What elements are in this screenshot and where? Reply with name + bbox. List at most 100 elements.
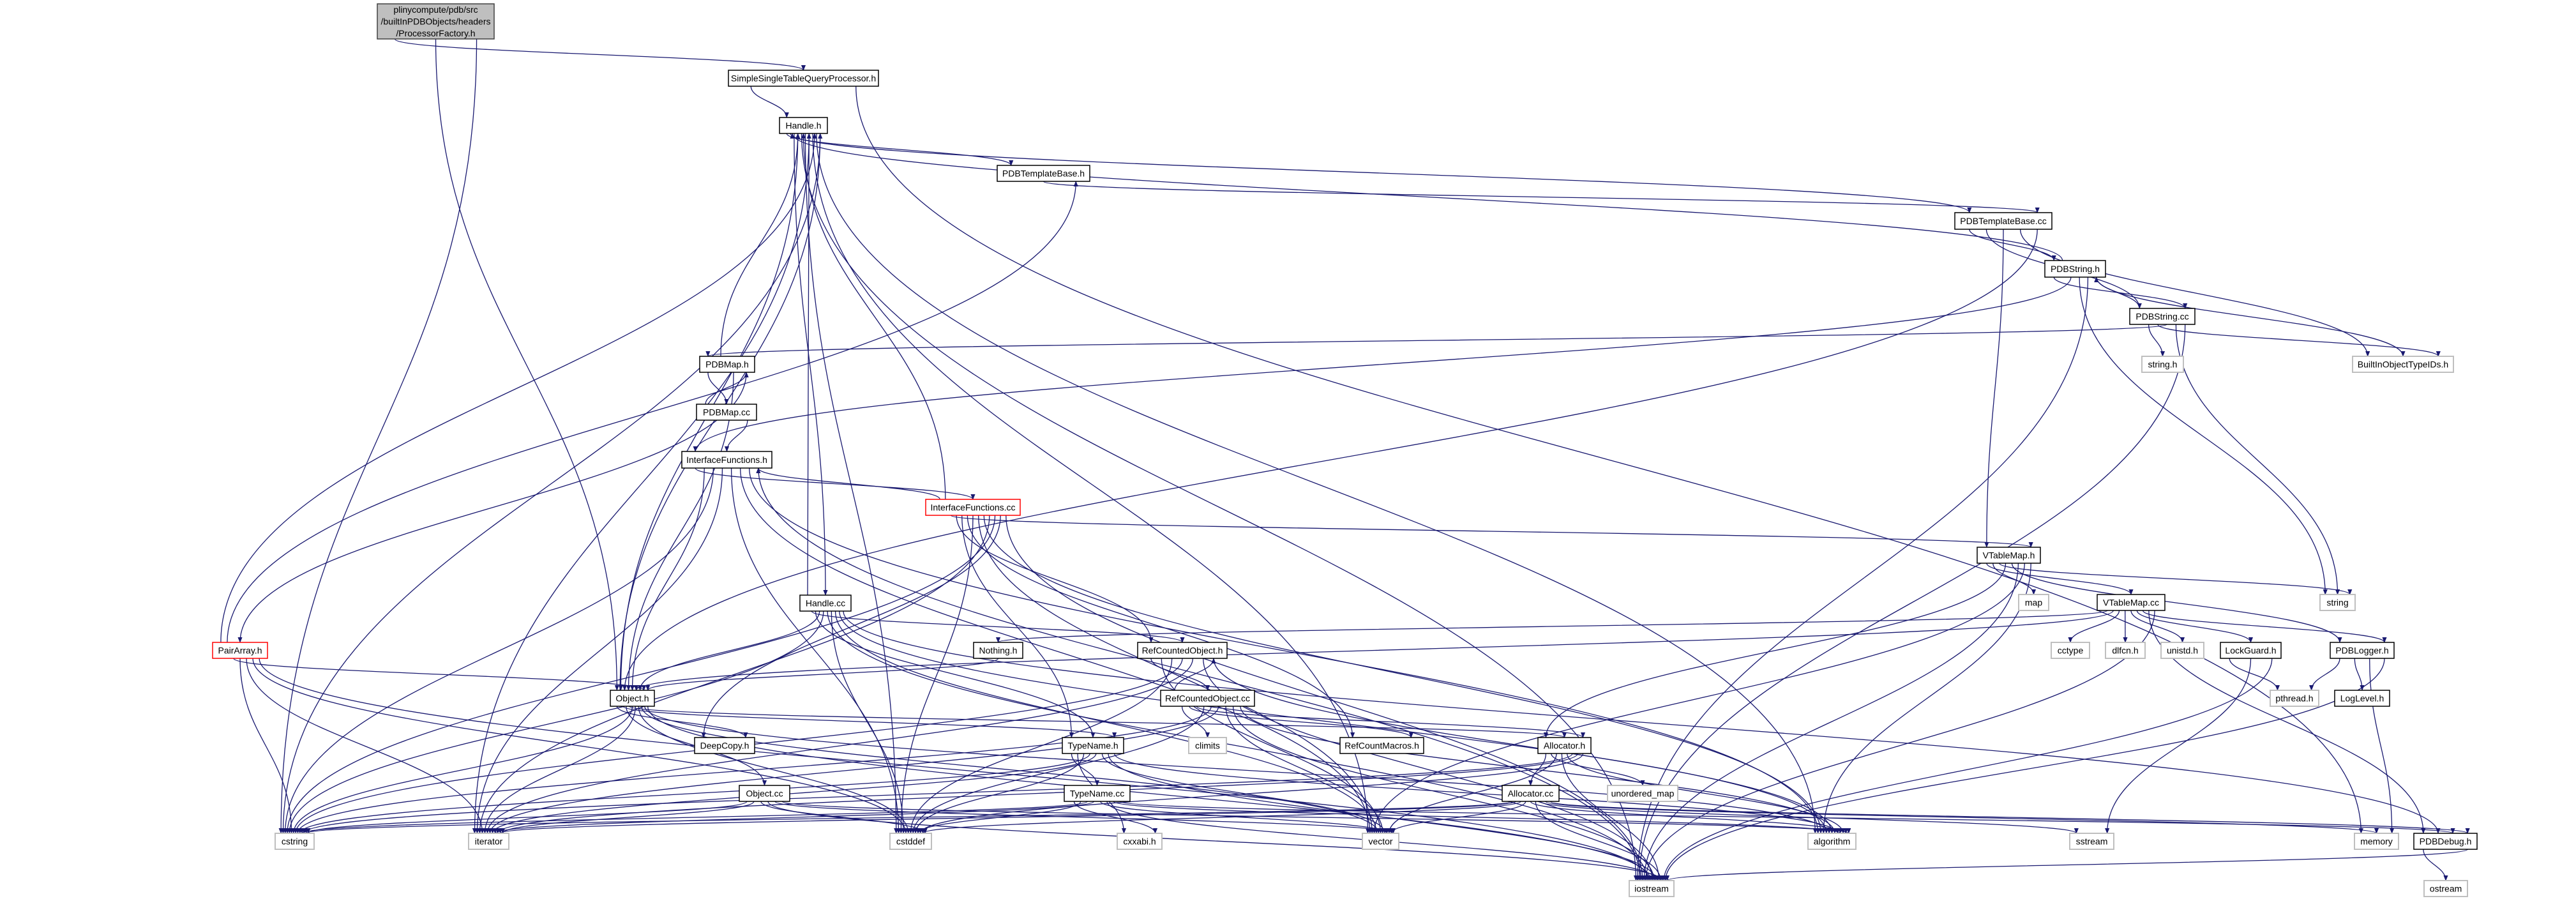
node-allocator-cc[interactable]: Allocator.cc	[1502, 785, 1560, 802]
node-string[interactable]: string	[2319, 594, 2356, 611]
node-box	[2270, 690, 2319, 707]
edge-ProcessorFactory-to-Object_h	[435, 38, 619, 691]
node-box	[2160, 642, 2204, 659]
edge-Allocator_h-to-Allocator_cc	[1528, 753, 1547, 786]
node-pdbdebug[interactable]: PDBDebug.h	[2413, 833, 2478, 850]
edge-IF_h-to-algorithm	[749, 467, 1821, 834]
edge-VTableMap_cc-to-cctype	[2068, 610, 2120, 643]
edge-VTableMap_cc-to-unistd	[2130, 610, 2185, 643]
node-rcmacros[interactable]: RefCountMacros.h	[1339, 737, 1424, 754]
node-vtablemap-h[interactable]: VTableMap.h	[1977, 547, 2041, 564]
node-deepcopy[interactable]: DeepCopy.h	[694, 737, 755, 754]
edge-Allocator_h-to-iterator	[495, 753, 1578, 834]
node-box	[2051, 642, 2090, 659]
edge-Allocator_cc-to-algorithm	[1530, 801, 1848, 834]
node-box	[212, 642, 268, 659]
node-pairarray-h[interactable]: PairArray.h	[212, 642, 268, 659]
node-handle-cc[interactable]: Handle.cc	[799, 594, 852, 612]
edge-VTableMap_h-to-vector	[1371, 563, 2025, 834]
edge-Handle_cc-to-PDBDebug	[843, 610, 2441, 834]
node-box	[1977, 547, 2041, 564]
node-label: ostream	[2430, 884, 2462, 894]
node-box	[1188, 737, 1227, 754]
node-simplesingle[interactable]: SimpleSingleTableQueryProcessor.h	[728, 70, 879, 87]
edge-IF_cc-to-VTableMap_h	[950, 515, 2033, 548]
node-object-cc[interactable]: Object.cc	[739, 785, 790, 802]
node-vtablemap-cc[interactable]: VTableMap.cc	[2097, 594, 2165, 611]
node-box	[739, 785, 790, 802]
edge-IF_h-to-Object_h	[629, 467, 705, 691]
node-lockguard[interactable]: LockGuard.h	[2220, 642, 2282, 659]
node-handle-h[interactable]: Handle.h	[779, 117, 828, 134]
node-cstddef[interactable]: cstddef	[889, 833, 932, 850]
edge-LockGuard-to-iostream	[1661, 658, 2273, 881]
node-unordered-map[interactable]: unordered_map	[1607, 785, 1678, 802]
node-climits[interactable]: climits	[1188, 737, 1227, 754]
edge-IF_cc-to-TypeName_h	[961, 515, 1074, 738]
node-label: LockGuard.h	[2225, 646, 2276, 656]
node-pthread[interactable]: pthread.h	[2270, 690, 2319, 707]
edge-PDBLogger-to-memory	[2369, 658, 2395, 834]
node-label: plinycompute/pdb/src	[393, 4, 478, 15]
node-cxxabi[interactable]: cxxabi.h	[1117, 833, 1163, 850]
node-cctype[interactable]: cctype	[2051, 642, 2090, 659]
node-sstream[interactable]: sstream	[2069, 833, 2114, 850]
edge-RCO_cc-to-RCMacros	[1189, 706, 1413, 738]
node-processorfactory[interactable]: plinycompute/pdb/src/builtInPDBObjects/h…	[377, 3, 495, 40]
node-box	[1062, 737, 1124, 754]
edge-RCO_h-to-vector	[1161, 658, 1383, 834]
edge-Object_h-to-cstring	[291, 706, 633, 834]
edge-RCO_cc-to-iostream	[1232, 706, 1657, 881]
edge-VTableMap_h-to-PDBLogger	[2011, 563, 2342, 643]
node-memory[interactable]: memory	[2354, 833, 2399, 850]
node-pdbstring-cc[interactable]: PDBString.cc	[2129, 308, 2196, 325]
node-builtin[interactable]: BuiltInObjectTypeIDs.h	[2352, 356, 2454, 373]
node-object-h[interactable]: Object.h	[610, 690, 655, 707]
node-cstring[interactable]: cstring	[275, 833, 315, 850]
node-pdbtemplatebase-cc[interactable]: PDBTemplateBase.cc	[1954, 212, 2053, 230]
node-dlfcn[interactable]: dlfcn.h	[2105, 642, 2146, 659]
node-pdbmap-h[interactable]: PDBMap.h	[699, 356, 755, 373]
node-label: dlfcn.h	[2112, 646, 2138, 656]
edge-IF_cc-to-vector	[977, 515, 1375, 834]
node-pdbtemplatebase-h[interactable]: PDBTemplateBase.h	[997, 165, 1090, 182]
node-unistd[interactable]: unistd.h	[2160, 642, 2204, 659]
node-box	[2413, 833, 2478, 850]
edge-Handle_cc-to-Object_h	[638, 610, 820, 691]
node-box	[799, 594, 852, 612]
node-vector[interactable]: vector	[1362, 833, 1399, 850]
edge-SimpleSingle-to-Handle_h	[750, 86, 789, 118]
node-if-cc[interactable]: InterfaceFunctions.cc	[925, 499, 1021, 516]
node-ostream[interactable]: ostream	[2423, 880, 2468, 897]
edge-PDBTemplateBase_h-to-PDBTemplateBase_cc	[1043, 181, 2040, 213]
node-iterator[interactable]: iterator	[468, 833, 509, 850]
node-loglevel[interactable]: LogLevel.h	[2334, 690, 2390, 707]
node-iostream[interactable]: iostream	[1629, 880, 1675, 897]
edge-Handle_h-to-iterator	[472, 133, 810, 834]
node-box	[1137, 642, 1228, 659]
node-map[interactable]: map	[2018, 594, 2049, 611]
node-nothing-h[interactable]: Nothing.h	[973, 642, 1023, 659]
node-rco-cc[interactable]: RefCountedObject.cc	[1160, 690, 1255, 707]
edge-TypeName_h-to-algorithm	[1113, 753, 1840, 834]
node-algorithm[interactable]: algorithm	[1807, 833, 1857, 850]
node-box	[1954, 212, 2053, 230]
node-rco-h[interactable]: RefCountedObject.h	[1137, 642, 1228, 659]
node-typename-h[interactable]: TypeName.h	[1062, 737, 1124, 754]
node-typename-cc[interactable]: TypeName.cc	[1064, 785, 1131, 802]
node-label: string	[2326, 598, 2348, 608]
edge-RCO_cc-to-RCO_h	[1174, 658, 1216, 691]
edge-PDBString_h-to-string	[2079, 276, 2328, 595]
node-label: memory	[2360, 837, 2393, 847]
node-string-h[interactable]: string.h	[2141, 356, 2184, 373]
node-label: PDBMap.cc	[703, 407, 750, 418]
node-allocator-h[interactable]: Allocator.h	[1537, 737, 1592, 754]
node-pdbmap-cc[interactable]: PDBMap.cc	[696, 404, 757, 421]
node-pdbstring-h[interactable]: PDBString.h	[2044, 260, 2106, 278]
node-pdblogger[interactable]: PDBLogger.h	[2330, 642, 2395, 659]
node-if-h[interactable]: InterfaceFunctions.h	[681, 451, 772, 469]
edge-Object_h-to-Allocator_h	[629, 706, 1567, 738]
edge-PDBMap_h-to-Handle_h	[720, 133, 801, 357]
node-box	[2141, 356, 2184, 373]
node-label: Handle.cc	[806, 598, 845, 609]
